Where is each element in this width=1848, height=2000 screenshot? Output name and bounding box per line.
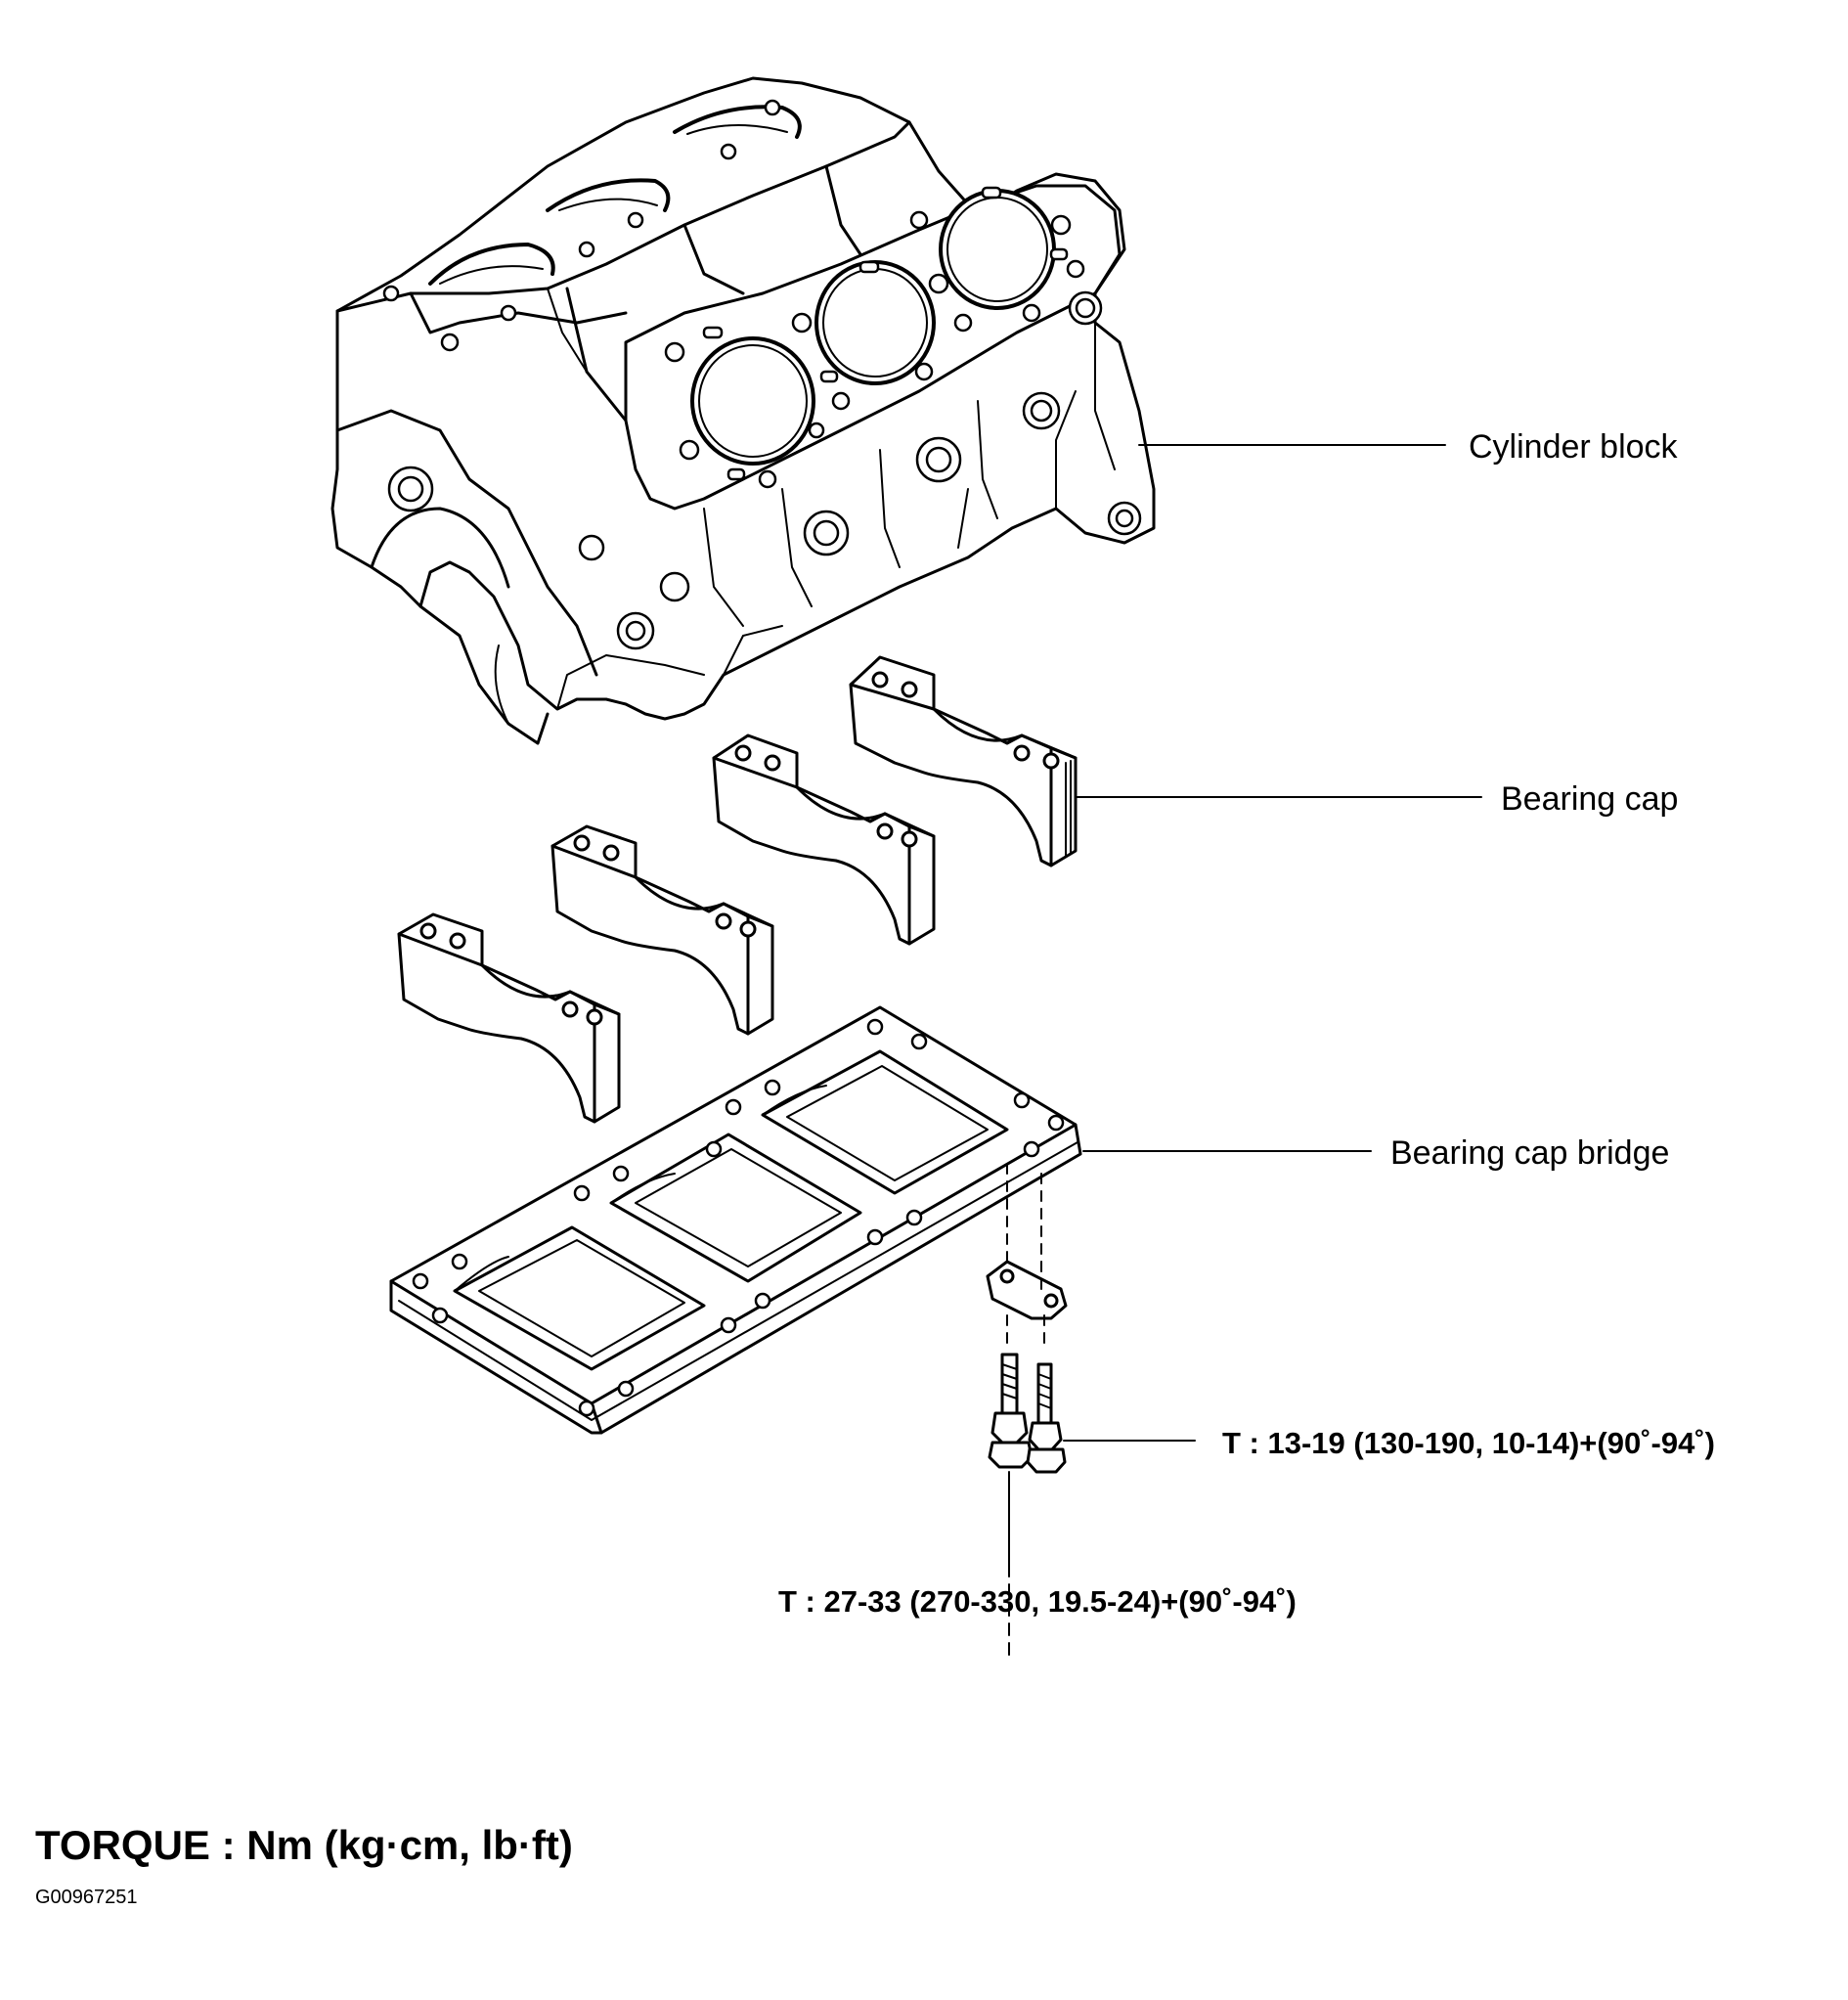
torque-spec-large-bolt: T : 27-33 (270-330, 19.5-24)+(90˚-94˚) <box>778 1584 1297 1619</box>
bearing-cap-label: Bearing cap <box>1501 780 1679 818</box>
torque-units-legend: TORQUE : Nm (kg·cm, lb·ft) <box>35 1822 573 1868</box>
cylinder-block-drawing <box>332 78 1154 743</box>
bracket-and-bolts-drawing <box>988 1164 1066 1663</box>
bearing-cap-bridge-drawing <box>391 1007 1080 1433</box>
cylinder-block-label: Cylinder block <box>1469 428 1678 466</box>
torque-spec-small-bolt: T : 13-19 (130-190, 10-14)+(90˚-94˚) <box>1222 1426 1715 1460</box>
figure-code: G00967251 <box>35 1887 138 1908</box>
bearing-caps-drawing <box>399 657 1076 1122</box>
bearing-cap-bridge-label: Bearing cap bridge <box>1390 1134 1670 1172</box>
leader-lines <box>1009 445 1481 1565</box>
